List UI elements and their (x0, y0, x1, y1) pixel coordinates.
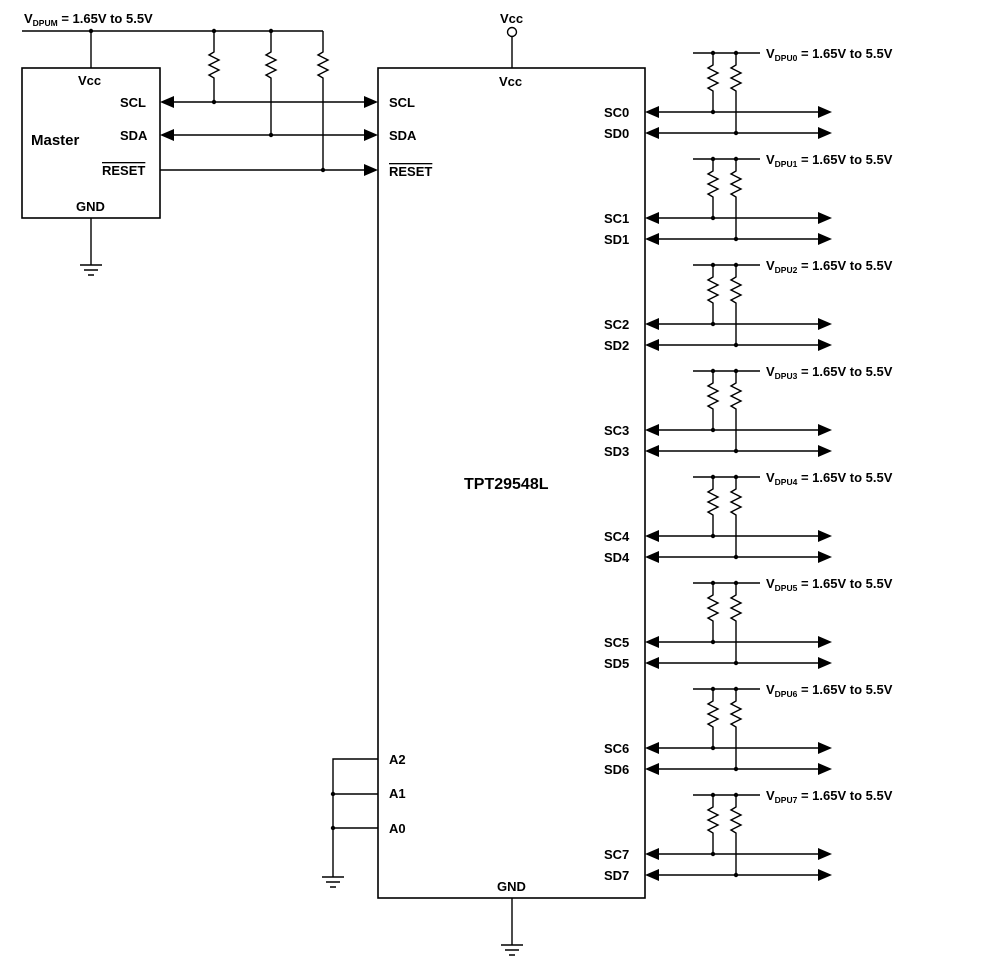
sc-pin-label: SC6 (604, 741, 629, 756)
vcc-terminal-icon (506, 26, 518, 38)
master-scl-pin-label: SCL (120, 95, 146, 110)
chip-block (377, 67, 646, 899)
pullup-resistor (706, 53, 720, 112)
master-ground-icon (80, 218, 102, 276)
sc-line (645, 530, 832, 542)
pullup-resistor (706, 583, 720, 642)
sd-pin-label: SD0 (604, 126, 629, 141)
sd-line (645, 445, 832, 457)
pullup-resistor (706, 265, 720, 324)
sc-pin-label: SC0 (604, 105, 629, 120)
scl-bus-line (160, 96, 378, 108)
pullup-resistor (729, 53, 743, 133)
pullup-resistor (729, 265, 743, 345)
master-supply-label: VDPUM = 1.65V to 5.5V (24, 11, 153, 28)
junction-dot (88, 28, 94, 34)
sd-line (645, 657, 832, 669)
sc-pin-label: SC4 (604, 529, 630, 544)
master-block (21, 67, 161, 219)
channel-supply-label: VDPU4 = 1.65V to 5.5V (766, 470, 893, 487)
chip-gnd-pin-label: GND (497, 879, 526, 894)
master-sda-pin-label: SDA (120, 128, 148, 143)
pullup-resistor-sda (264, 31, 278, 135)
chip-a2-pin-label: A2 (389, 752, 406, 767)
pullup-resistor (706, 689, 720, 748)
sd-pin-label: SD6 (604, 762, 629, 777)
sc-pin-label: SC7 (604, 847, 629, 862)
address-pins-wiring (330, 758, 378, 877)
chip-sda-pin-label: SDA (389, 128, 417, 143)
sc-pin-label: SC2 (604, 317, 629, 332)
sc-pin-label: SC3 (604, 423, 629, 438)
sd-pin-label: SD4 (604, 550, 630, 565)
sc-line (645, 212, 832, 224)
pullup-resistor-reset (316, 31, 330, 170)
sd-line (645, 869, 832, 881)
pullup-resistor (729, 477, 743, 557)
pullup-resistor (706, 371, 720, 430)
pullup-resistor (706, 159, 720, 218)
sd-line (645, 233, 832, 245)
master-vcc-pin-label: Vcc (78, 73, 101, 88)
pullup-resistor (729, 583, 743, 663)
pullup-resistor-scl (207, 31, 221, 102)
sd-pin-label: SD5 (604, 656, 629, 671)
sc-line (645, 742, 832, 754)
channel-supply-label: VDPU7 = 1.65V to 5.5V (766, 788, 893, 805)
chip-ground-icon (501, 898, 523, 956)
chip-a1-pin-label: A1 (389, 786, 406, 801)
sc-line (645, 848, 832, 860)
master-reset-pin-label: RESET (102, 163, 145, 178)
channel-supply-label: VDPU5 = 1.65V to 5.5V (766, 576, 893, 593)
sc-pin-label: SC5 (604, 635, 629, 650)
chip-vcc-pin-label: Vcc (499, 74, 522, 89)
sc-line (645, 424, 832, 436)
pullup-resistor (706, 477, 720, 536)
channel-supply-label: VDPU1 = 1.65V to 5.5V (766, 152, 893, 169)
pullup-resistor (729, 795, 743, 875)
sd-line (645, 551, 832, 563)
sc-line (645, 318, 832, 330)
pullup-resistor (729, 371, 743, 451)
sc-pin-label: SC1 (604, 211, 629, 226)
address-ground-icon (322, 876, 344, 888)
master-title: Master (31, 132, 80, 149)
sd-pin-label: SD2 (604, 338, 629, 353)
chip-name: TPT29548L (464, 476, 549, 493)
channel-supply-label: VDPU2 = 1.65V to 5.5V (766, 258, 893, 275)
chip-a0-pin-label: A0 (389, 821, 406, 836)
channel-supply-label: VDPU0 = 1.65V to 5.5V (766, 46, 893, 63)
sd-line (645, 763, 832, 775)
sd-line (645, 127, 832, 139)
chip-reset-pin-label: RESET (389, 164, 432, 179)
pullup-resistor (706, 795, 720, 854)
sc-line (645, 636, 832, 648)
sc-line (645, 106, 832, 118)
sd-line (645, 339, 832, 351)
pullup-resistor (729, 159, 743, 239)
sd-pin-label: SD7 (604, 868, 629, 883)
pullup-resistor (729, 689, 743, 769)
chip-vcc-top-label: Vcc (500, 11, 523, 26)
channel-supply-label: VDPU6 = 1.65V to 5.5V (766, 682, 893, 699)
sda-bus-line (160, 129, 378, 141)
master-gnd-pin-label: GND (76, 199, 105, 214)
sd-pin-label: SD1 (604, 232, 629, 247)
reset-line (160, 164, 378, 176)
chip-scl-pin-label: SCL (389, 95, 415, 110)
sd-pin-label: SD3 (604, 444, 629, 459)
channel-supply-label: VDPU3 = 1.65V to 5.5V (766, 364, 893, 381)
